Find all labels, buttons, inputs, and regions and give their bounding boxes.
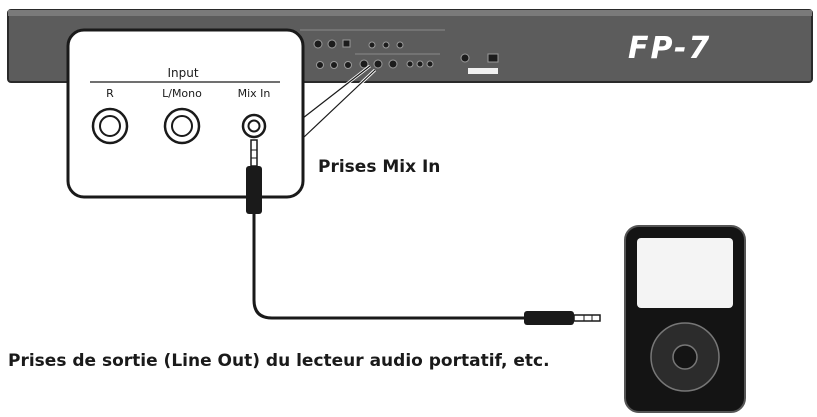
jack-label-mix-in: Mix In [238,87,271,100]
panel-top-edge [8,10,812,16]
jack-label-r: R [106,87,114,100]
input-group-label: Input [167,66,198,80]
mini-plug-bottom [524,311,601,325]
jack-r [91,107,129,145]
source-caption: Prises de sortie (Line Out) du lecteur a… [8,351,550,371]
jack-label-l-mono: L/Mono [162,87,202,100]
mini-plug-top [246,139,262,214]
audio-cable [252,214,528,320]
zoom-pointer-outline [302,65,376,139]
zoom-box-frame [66,28,305,199]
mix-in-callout: Prises Mix In [318,157,440,177]
player-center-button [672,344,698,370]
portable-audio-player [624,225,746,413]
jack-mix-in [241,113,267,139]
jack-l-mono [163,107,201,145]
panel-serial-plate [468,68,498,74]
panel-connectors [313,39,499,69]
input-zoom-box: Input R L/Mono Mix In [66,28,305,199]
player-screen [637,238,733,308]
model-logo: FP-7 [628,31,711,66]
